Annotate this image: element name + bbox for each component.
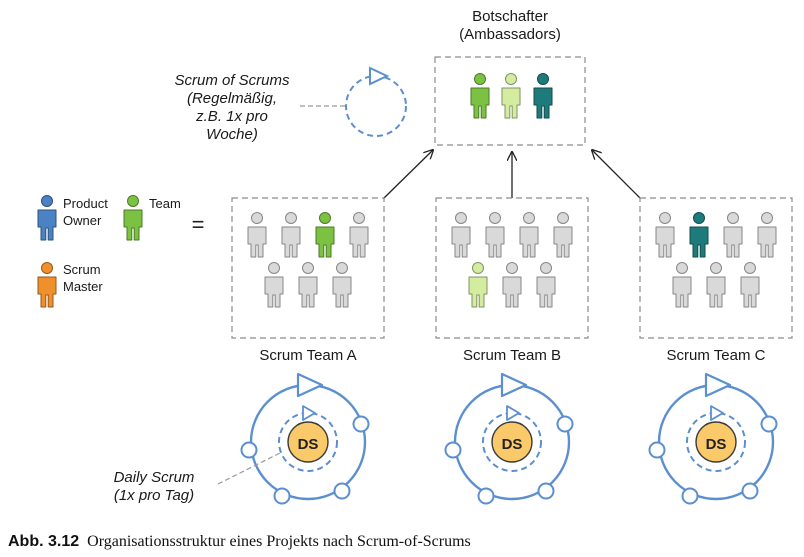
cycle-node	[741, 482, 759, 500]
team-c-frame	[639, 197, 793, 339]
ambassador-figure	[501, 73, 521, 119]
ds-badge-c: DS	[706, 436, 727, 453]
cycle-arrow-icon	[704, 372, 732, 398]
team-member-figure	[451, 212, 471, 258]
team-member-figure	[740, 262, 760, 308]
cycle-node	[333, 482, 351, 500]
sos-label-line1: Scrum of Scrums	[174, 72, 290, 89]
arrow-team-c	[592, 150, 641, 199]
team-member-figure	[706, 262, 726, 308]
cycle-arrow-icon	[500, 372, 528, 398]
legend-scrum-master-figure	[37, 262, 57, 308]
ambassador-figure	[533, 73, 553, 119]
sos-cycle-circle	[345, 75, 407, 137]
team-member-figure	[298, 262, 318, 308]
team-member-figure	[332, 262, 352, 308]
sos-label-line3: z.B. 1x pro	[195, 108, 268, 125]
cycle-node	[681, 487, 699, 505]
cycle-node	[240, 441, 258, 459]
cycle-node	[648, 441, 666, 459]
daily-scrum-label-line2: (1x pro Tag)	[114, 487, 194, 504]
cycle-node	[352, 415, 370, 433]
team-b-frame	[435, 197, 589, 339]
team-member-figures	[247, 212, 777, 308]
sos-cycle-arrow-icon	[369, 66, 390, 86]
team-member-figure	[519, 212, 539, 258]
ambassador-figures	[470, 73, 553, 119]
ambassadors-title-line1: Botschafter	[472, 8, 548, 25]
legend-product-owner-l1: Product	[63, 196, 108, 211]
team-member-figure	[689, 212, 709, 258]
team-member-figure	[757, 212, 777, 258]
arrow-team-a	[383, 150, 433, 199]
team-member-figure	[247, 212, 267, 258]
daily-scrum-leader-line	[217, 452, 281, 485]
legend-team-figure	[123, 195, 143, 241]
daily-scrum-cycle	[278, 412, 338, 472]
caption-number: Abb. 3.12	[8, 533, 80, 550]
team-member-figure	[672, 262, 692, 308]
cycle-node	[556, 415, 574, 433]
team-member-figure	[502, 262, 522, 308]
team-member-figure	[264, 262, 284, 308]
ambassadors-frame	[434, 56, 586, 146]
daily-cycle-arrow-icon	[506, 405, 520, 421]
team-a-frame	[231, 197, 385, 339]
figure-caption: Abb. 3.12 Organisationsstruktur eines Pro…	[8, 533, 471, 551]
legend-figures	[37, 195, 143, 308]
ds-disc	[695, 421, 737, 463]
team-member-figure	[723, 212, 743, 258]
team-a-label: Scrum Team A	[259, 347, 356, 364]
sos-label-line2: (Regelmäßig,	[187, 90, 277, 107]
team-member-figure	[281, 212, 301, 258]
cycle-node	[760, 415, 778, 433]
daily-scrum-cycle	[482, 412, 542, 472]
legend-team: Team	[149, 196, 181, 211]
team-member-figure	[485, 212, 505, 258]
ds-badge-b: DS	[502, 436, 523, 453]
sos-label-line4: Woche)	[206, 126, 258, 143]
team-member-figure	[349, 212, 369, 258]
legend-product-owner-l2: Owner	[63, 213, 102, 228]
team-member-figure	[536, 262, 556, 308]
cycle-node	[444, 441, 462, 459]
team-member-figure	[468, 262, 488, 308]
daily-cycle-arrow-icon	[710, 405, 724, 421]
legend-scrum-master-l2: Master	[63, 279, 103, 294]
ds-disc	[491, 421, 533, 463]
daily-scrum-label-line1: Daily Scrum	[114, 469, 195, 486]
daily-scrum-cycle	[686, 412, 746, 472]
cycle-node	[273, 487, 291, 505]
ambassadors-title-line2: (Ambassadors)	[459, 26, 561, 43]
caption-text: Organisationsstruktur eines Projekts nac…	[87, 533, 471, 550]
daily-cycle-arrow-icon	[302, 405, 316, 421]
daily-scrum-cycles	[240, 372, 778, 505]
team-c-label: Scrum Team C	[667, 347, 766, 364]
legend-scrum-master-l1: Scrum	[63, 262, 101, 277]
cycle-arrow-icon	[296, 372, 324, 398]
ds-badge-a: DS	[298, 436, 319, 453]
ds-disc	[287, 421, 329, 463]
cycle-node	[477, 487, 495, 505]
team-member-figure	[553, 212, 573, 258]
team-member-figure	[315, 212, 335, 258]
cycle-node	[537, 482, 555, 500]
legend-equals: =	[192, 212, 205, 237]
team-member-figure	[655, 212, 675, 258]
team-b-label: Scrum Team B	[463, 347, 561, 364]
ambassador-figure	[470, 73, 490, 119]
legend-product-owner-figure	[37, 195, 57, 241]
